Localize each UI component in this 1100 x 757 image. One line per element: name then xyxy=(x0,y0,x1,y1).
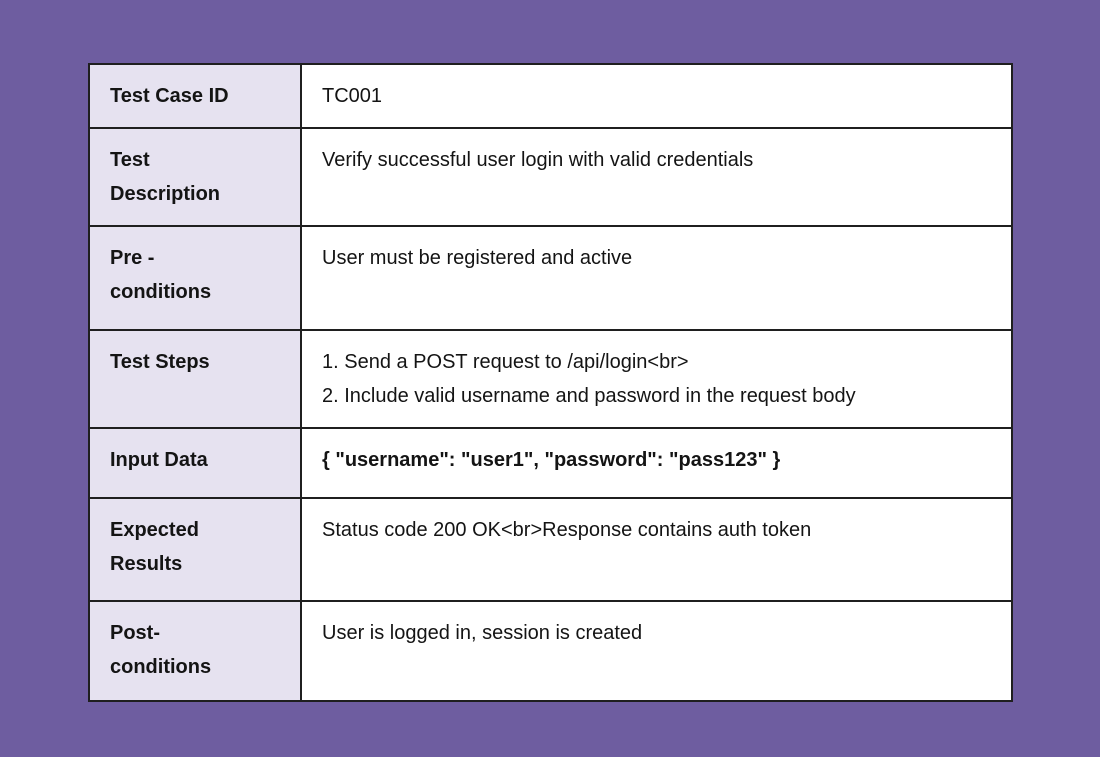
table-row: Pre - conditions User must be registered… xyxy=(88,225,1013,331)
row-label-post-conditions: Post- conditions xyxy=(88,600,302,702)
row-label-pre-conditions: Pre - conditions xyxy=(88,225,302,331)
row-value-test-steps: 1. Send a POST request to /api/login<br>… xyxy=(300,329,1013,429)
table-row: Expected Results Status code 200 OK<br>R… xyxy=(88,497,1013,602)
row-value-expected-results: Status code 200 OK<br>Response contains … xyxy=(300,497,1013,602)
row-label-test-description: Test Description xyxy=(88,127,302,227)
row-value-pre-conditions: User must be registered and active xyxy=(300,225,1013,331)
row-label-input-data: Input Data xyxy=(88,427,302,499)
table-row: Input Data { "username": "user1", "passw… xyxy=(88,427,1013,499)
row-label-expected-results: Expected Results xyxy=(88,497,302,602)
table-row: Post- conditions User is logged in, sess… xyxy=(88,600,1013,702)
test-case-table: Test Case ID TC001 Test Description Veri… xyxy=(88,63,1013,702)
row-label-test-case-id: Test Case ID xyxy=(88,63,302,129)
table-row: Test Description Verify successful user … xyxy=(88,127,1013,227)
row-value-post-conditions: User is logged in, session is created xyxy=(300,600,1013,702)
test-case-table-container: Test Case ID TC001 Test Description Veri… xyxy=(88,63,1013,702)
row-label-test-steps: Test Steps xyxy=(88,329,302,429)
table-row: Test Case ID TC001 xyxy=(88,63,1013,129)
row-value-input-data: { "username": "user1", "password": "pass… xyxy=(300,427,1013,499)
row-value-test-case-id: TC001 xyxy=(300,63,1013,129)
row-value-test-description: Verify successful user login with valid … xyxy=(300,127,1013,227)
table-row: Test Steps 1. Send a POST request to /ap… xyxy=(88,329,1013,429)
